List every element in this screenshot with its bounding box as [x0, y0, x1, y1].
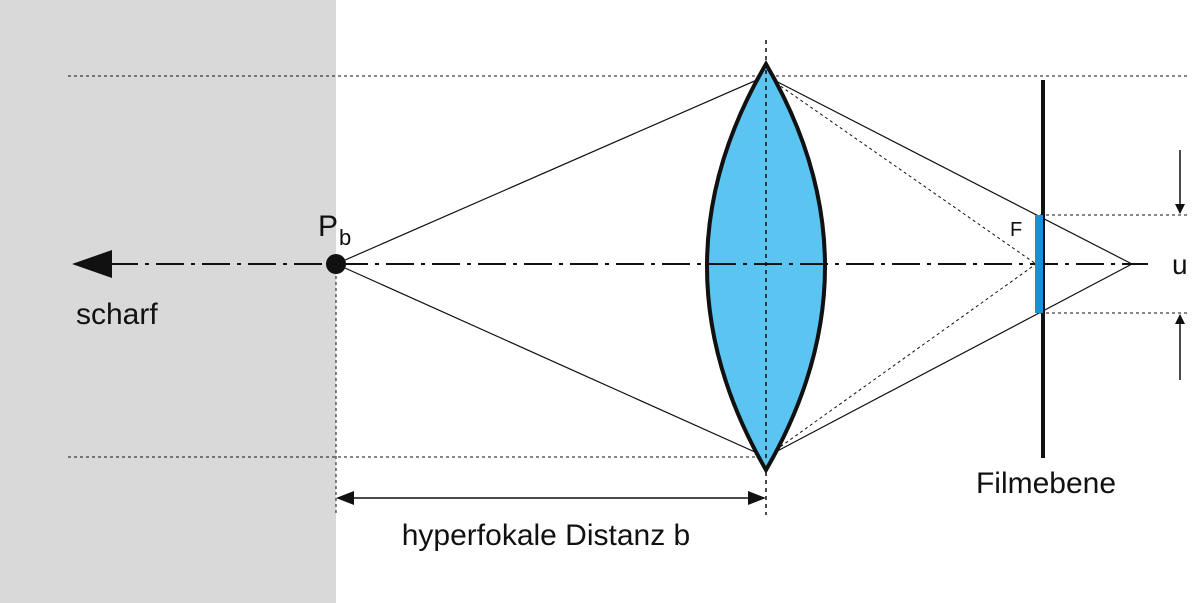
film-plane-label: Filmebene — [976, 467, 1116, 500]
hyperfocal-label: hyperfokale Distanz b — [402, 519, 691, 552]
point-label: Pb — [318, 210, 351, 250]
focus-label: F — [1010, 219, 1022, 241]
sharp-label: scharf — [76, 298, 158, 331]
lens — [705, 60, 827, 474]
dim-arrow-left — [336, 491, 354, 505]
point-pb — [326, 254, 346, 274]
sharp-arrowhead — [72, 250, 112, 278]
ray-focus-bottom — [765, 263, 1037, 458]
ray-p-bottom — [335, 263, 767, 458]
ray-image-bottom — [765, 263, 1133, 458]
blur-circle-bar — [1035, 215, 1043, 313]
ray-p-top — [335, 75, 767, 265]
circle-label: u — [1172, 249, 1188, 280]
sharp-region — [0, 0, 336, 603]
dim-arrow-right — [748, 491, 766, 505]
ray-focus-top — [765, 75, 1037, 265]
ray-image-top — [765, 75, 1133, 265]
